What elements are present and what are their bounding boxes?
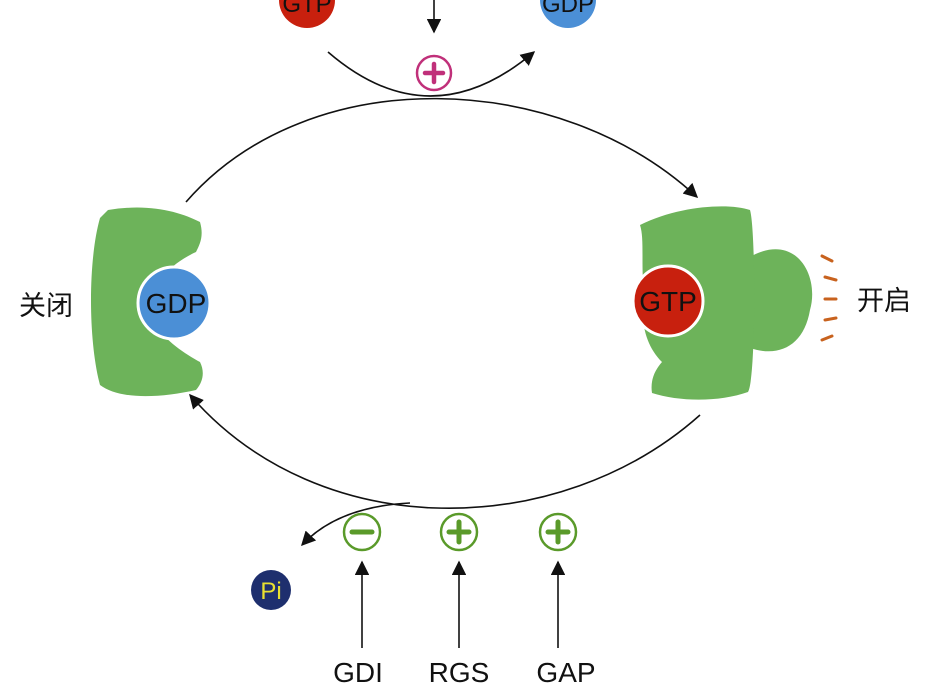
gdp-ball-bound [136, 265, 212, 341]
gap-label: GAP [536, 657, 595, 688]
active-g-protein: GTP 开启 [631, 206, 911, 400]
on-state-label: 开启 [857, 286, 911, 317]
regulator-gap: GAP [536, 512, 596, 688]
gtp-ball-bound [631, 264, 705, 338]
pi-release-arrow [301, 502, 411, 547]
rgs-label: RGS [429, 657, 490, 688]
signal-rays-icon [820, 254, 838, 342]
off-state-label: 关闭 [19, 291, 73, 322]
regulator-rgs: RGS [429, 512, 490, 688]
gtp-label-top: GTP [282, 0, 331, 18]
gdp-ball-top [540, 0, 596, 28]
phosphate: Pi [251, 570, 291, 610]
inactive-g-protein: GDP 关闭 [19, 207, 212, 397]
exchange-arc [327, 51, 536, 97]
top-exchange: GTP GDP [279, 0, 596, 97]
plus-icon [446, 519, 472, 545]
pi-label: Pi [260, 578, 281, 605]
gdp-label-bound: GDP [146, 288, 207, 319]
regulator-gdi: GDI [333, 512, 383, 688]
pi-ball [251, 570, 291, 610]
active-protein-lobe [748, 249, 813, 352]
plus-icon [422, 61, 446, 85]
gdp-label-top: GDP [542, 0, 594, 18]
activation-arrow [185, 97, 699, 203]
gtp-ball-top [279, 0, 335, 28]
hydrolysis-arrow [189, 393, 701, 509]
gtp-label-bound: GTP [639, 286, 697, 317]
gdi-label: GDI [333, 657, 383, 688]
plus-icon [545, 519, 571, 545]
